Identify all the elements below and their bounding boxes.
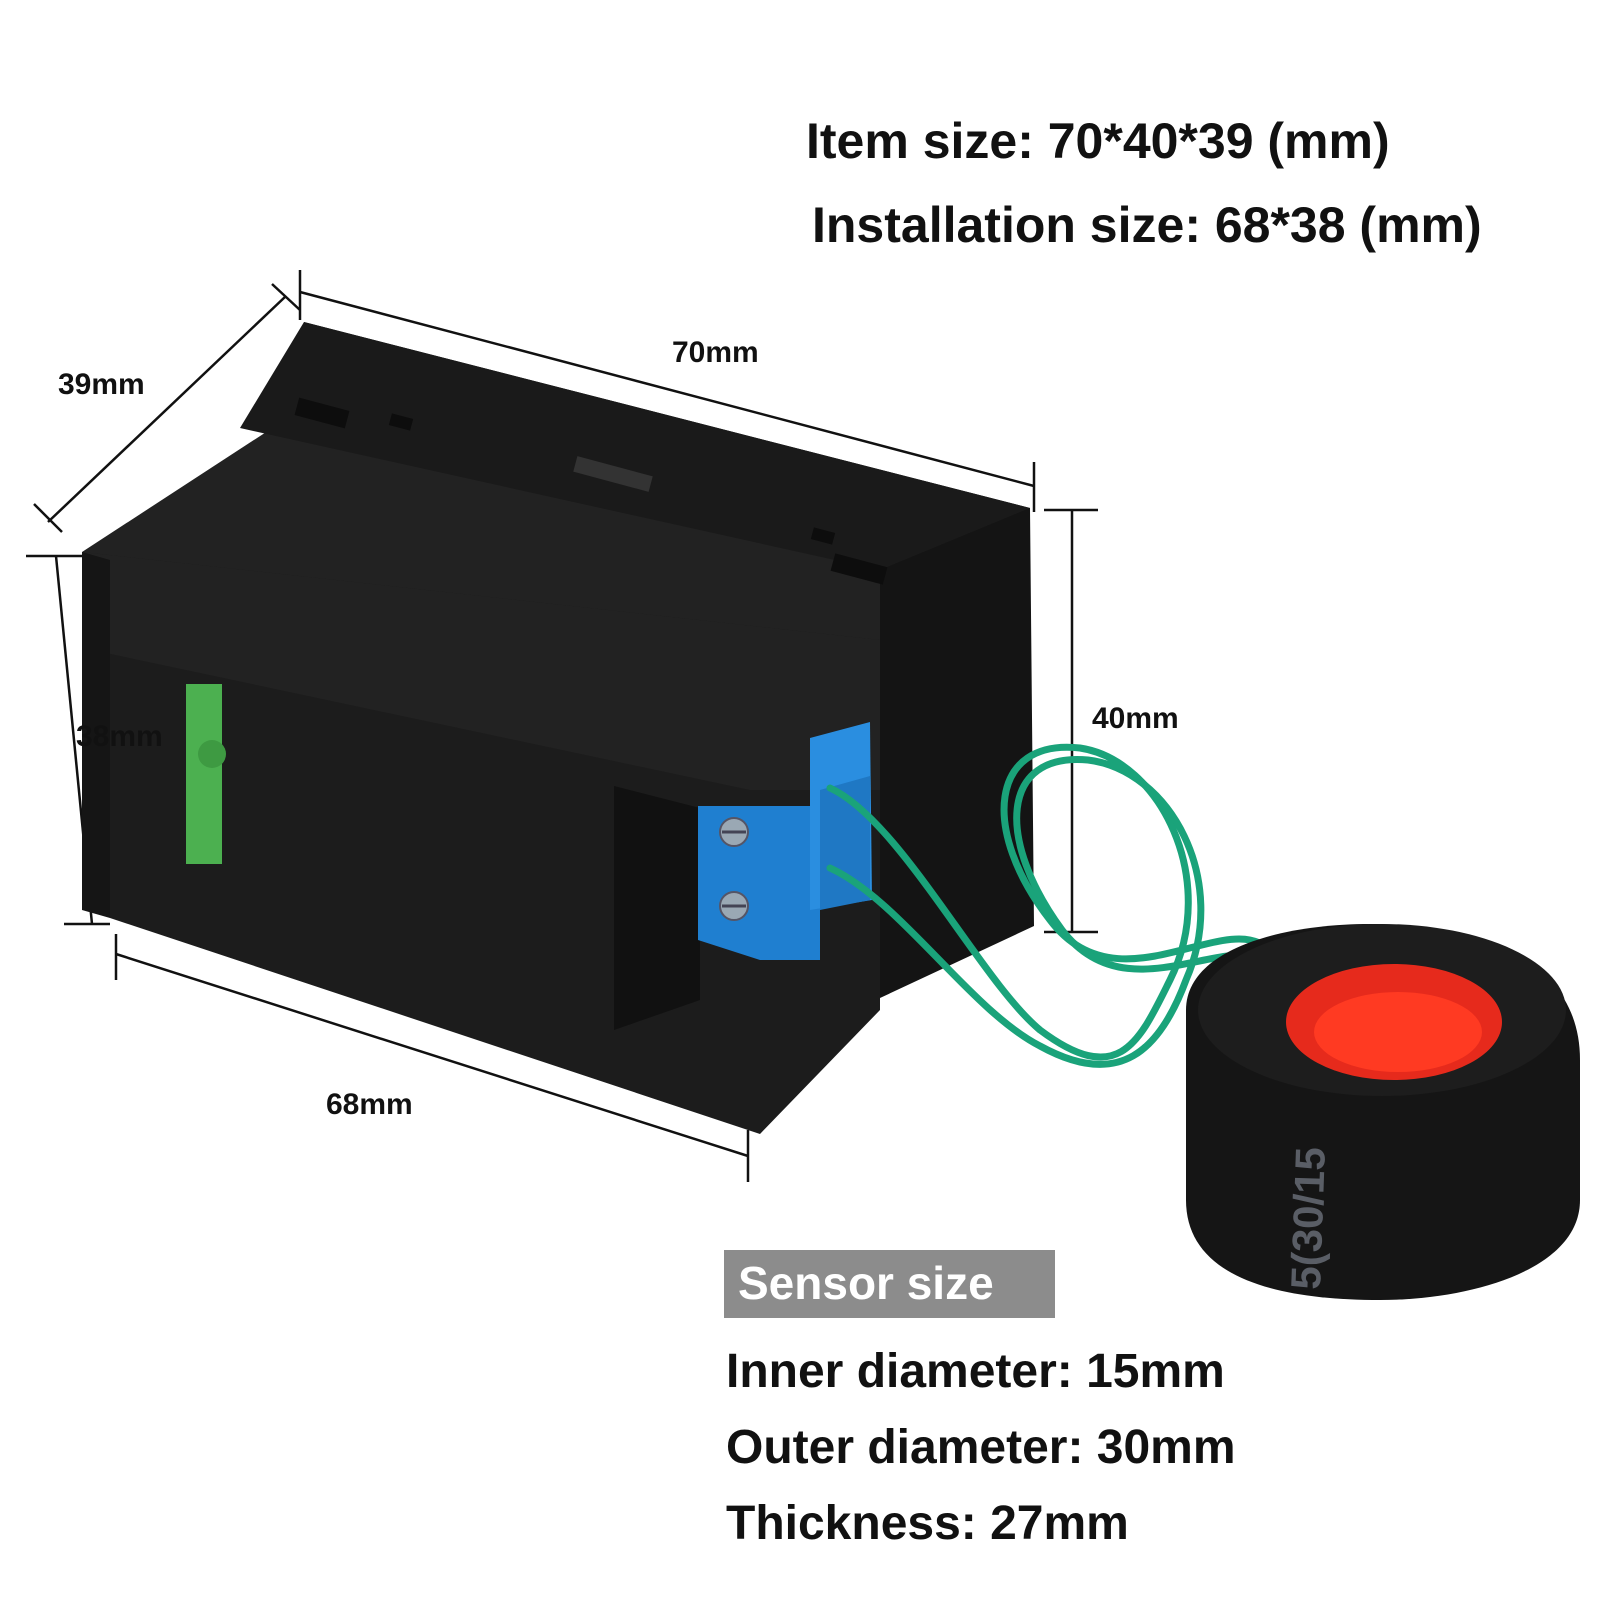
green-terminal-block <box>186 684 226 864</box>
dimension-lines <box>26 270 1098 1182</box>
meter-housing <box>82 322 1034 1134</box>
installation-size-text: Installation size: 68*38 (mm) <box>812 197 1482 253</box>
dimension-panel-height-label: 38mm <box>76 720 163 753</box>
dimension-panel-width-label: 68mm <box>326 1088 413 1121</box>
sensor-marking: 5(30/15 <box>1282 1146 1334 1290</box>
dimension-length-label: 70mm <box>672 336 759 369</box>
current-sensor-ring: 5(30/15 <box>1186 924 1580 1300</box>
dimension-front-height-label: 40mm <box>1092 702 1179 735</box>
thickness-text: Thickness: 27mm <box>726 1497 1129 1550</box>
sensor-size-heading: Sensor size <box>738 1257 994 1309</box>
blue-terminal-block <box>698 722 872 960</box>
inner-diameter-text: Inner diameter: 15mm <box>726 1345 1225 1398</box>
item-size-text: Item size: 70*40*39 (mm) <box>806 113 1390 169</box>
sensor-size-badge: Sensor size <box>724 1250 1055 1318</box>
outer-diameter-text: Outer diameter: 30mm <box>726 1421 1236 1474</box>
dimension-depth-label: 39mm <box>58 368 145 401</box>
